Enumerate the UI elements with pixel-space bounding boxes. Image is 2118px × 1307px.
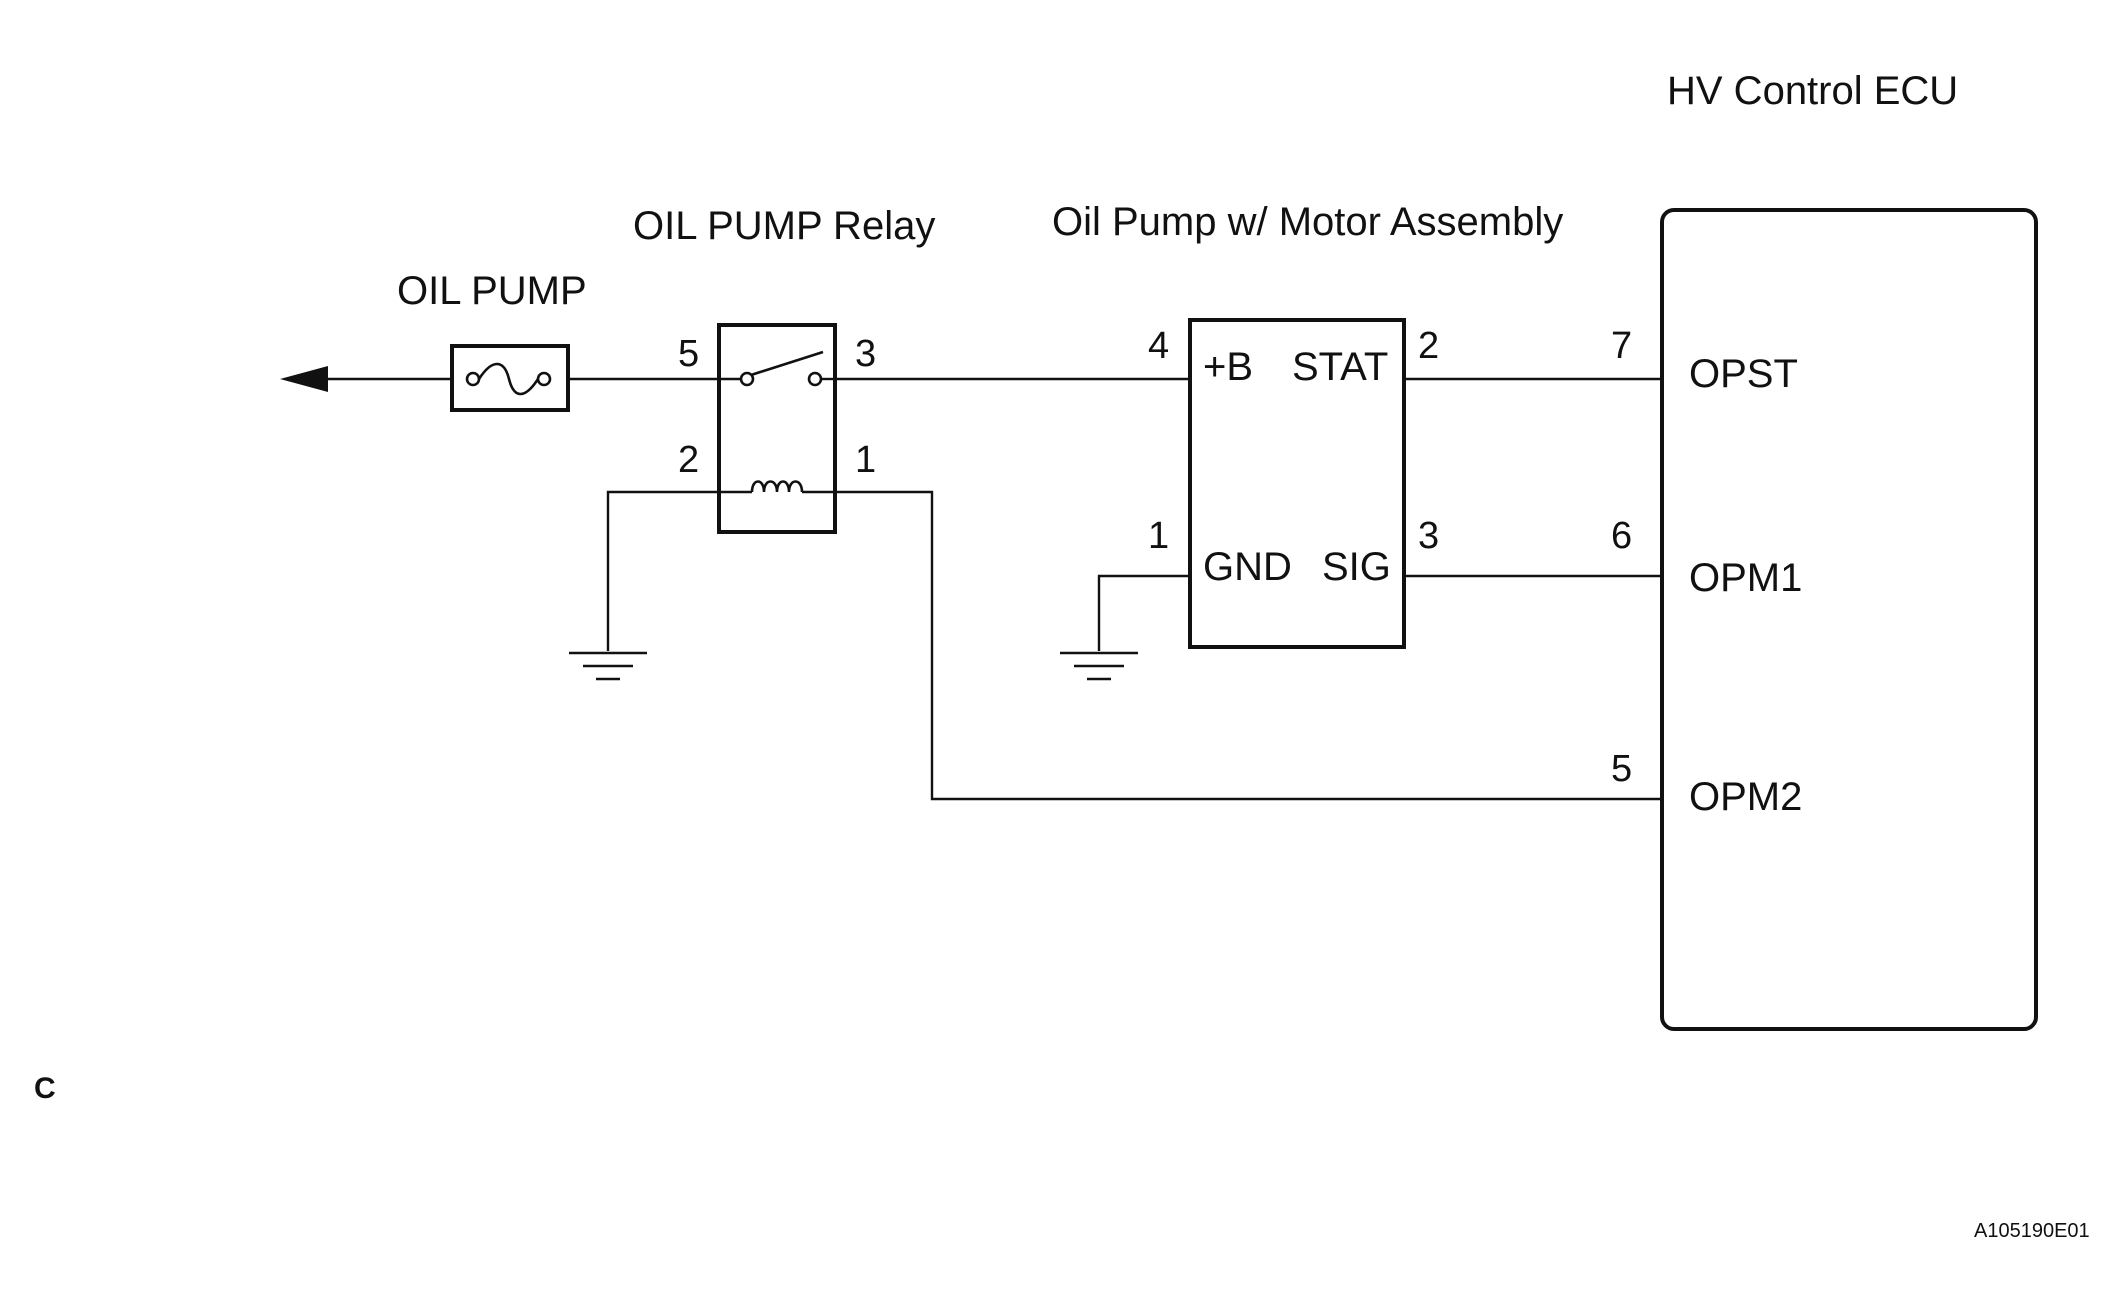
pump-pin-4: 4 (1148, 325, 1169, 367)
wire-relay-to-opm2 (835, 490, 1662, 801)
ecu-terminal-opst: OPST (1689, 352, 1798, 396)
ecu-terminal-opm1: OPM1 (1689, 556, 1802, 600)
ecu-pin-7: 7 (1611, 325, 1632, 367)
pump-box (1188, 318, 1406, 649)
pump-pin-3: 3 (1418, 515, 1439, 557)
pump-terminal-stat: STAT (1292, 345, 1388, 389)
wire-relay-ground (606, 490, 719, 651)
fuse-label: OIL PUMP (397, 269, 587, 313)
pump-terminal-gnd: GND (1203, 545, 1292, 589)
pump-pin-1: 1 (1148, 515, 1169, 557)
ecu-pin-5: 5 (1611, 748, 1632, 790)
ground-icon (569, 651, 647, 681)
figure-code: A105190E01 (1974, 1220, 2090, 1242)
corner-mark: C (34, 1072, 56, 1105)
relay-pin-5: 5 (678, 333, 699, 375)
relay-icon (717, 323, 837, 534)
relay-pin-2: 2 (678, 439, 699, 481)
ground-icon (1060, 651, 1138, 681)
ecu-box (1660, 208, 2038, 1031)
fuse-icon (450, 344, 570, 412)
ecu-pin-6: 6 (1611, 515, 1632, 557)
pump-terminal-sig: SIG (1322, 545, 1391, 589)
ecu-label: HV Control ECU (1667, 69, 1958, 113)
relay-label: OIL PUMP Relay (633, 204, 935, 248)
ecu-terminal-opm2: OPM2 (1689, 775, 1802, 819)
relay-pin-1: 1 (855, 439, 876, 481)
relay-pin-3: 3 (855, 333, 876, 375)
pump-pin-2: 2 (1418, 325, 1439, 367)
wire-pump-ground (1097, 574, 1190, 651)
pump-label: Oil Pump w/ Motor Assembly (1052, 200, 1563, 244)
pump-terminal-b: +B (1203, 345, 1253, 389)
power-arrow-icon (280, 366, 328, 392)
